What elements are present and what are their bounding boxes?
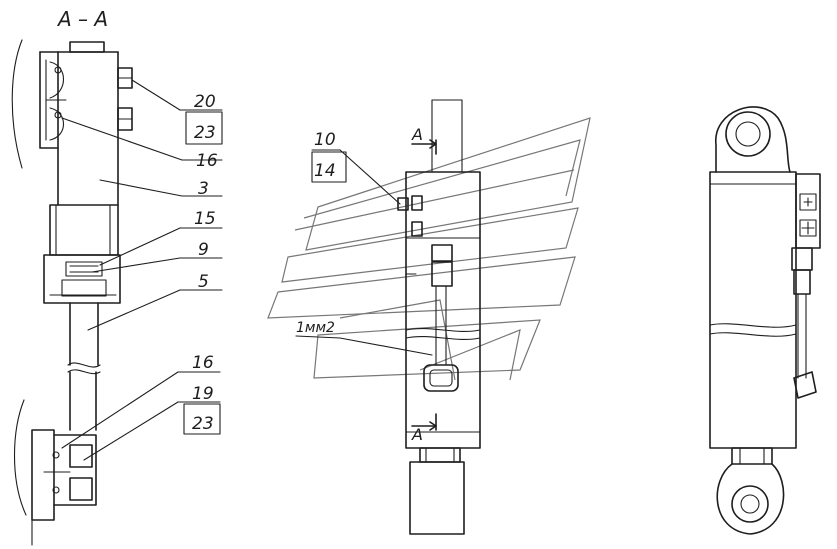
- section-title: А – А: [56, 7, 108, 31]
- callout-5: 5: [198, 272, 209, 292]
- callout-20: 20: [194, 92, 216, 112]
- callout-19: 19: [192, 384, 214, 404]
- front-view: 10 14 1мм2 А А: [295, 99, 481, 535]
- callout-23-bottom: 23: [192, 414, 214, 434]
- callout-15: 15: [194, 209, 216, 229]
- callout-10: 10: [314, 130, 336, 150]
- callout-23-top: 23: [194, 123, 216, 143]
- section-mark-bottom: А: [411, 425, 423, 444]
- section-mark-top: А: [411, 125, 423, 144]
- watermark-logo: [267, 117, 591, 381]
- side-view: [709, 106, 821, 535]
- callout-14: 14: [314, 161, 336, 181]
- callout-16-top: 16: [196, 151, 218, 171]
- callout-shaft: 1мм2: [296, 320, 335, 336]
- section-view-a-a: А – А: [11, 7, 223, 546]
- callout-16-bottom: 16: [192, 353, 214, 373]
- callout-3: 3: [198, 179, 209, 199]
- callout-9: 9: [198, 240, 209, 260]
